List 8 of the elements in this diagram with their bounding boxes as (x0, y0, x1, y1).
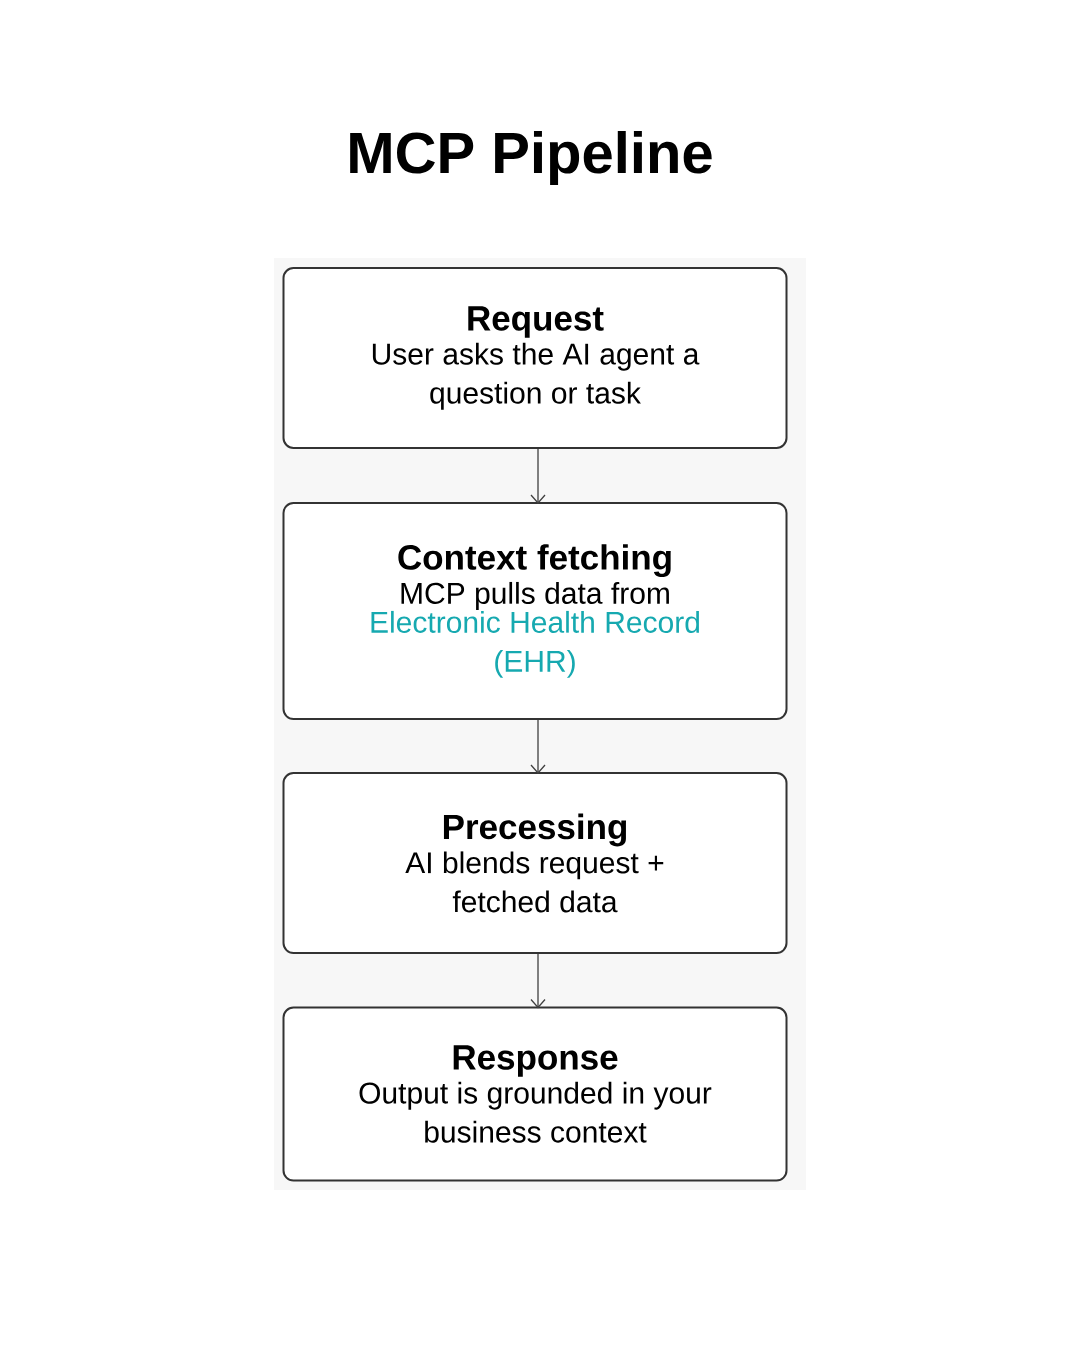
arrow (530, 719, 546, 774)
arrow (530, 448, 546, 504)
step-box: Precessing AI blends request + fetched data (282, 772, 788, 954)
step-box: Request User asks the AI agent a question or task (282, 267, 788, 449)
title: MCP Pipeline (350, 130, 712, 186)
step-box: Response Output is grounded in your business context (282, 1006, 788, 1182)
step-box: Context fetching MCP pulls data from Electronic Health Record (EHR) (282, 502, 788, 720)
arrow (530, 953, 546, 1009)
